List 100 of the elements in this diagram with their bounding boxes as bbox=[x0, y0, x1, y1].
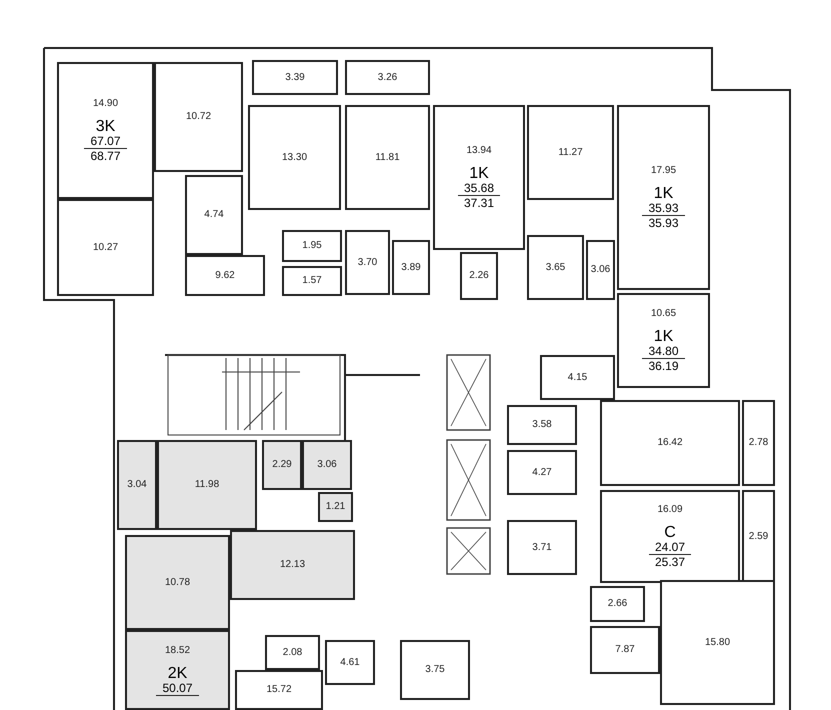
room-outline bbox=[57, 199, 154, 296]
room-outline bbox=[590, 586, 645, 622]
room-outline bbox=[400, 640, 470, 700]
room-area: 11.27 bbox=[558, 146, 583, 158]
room-area: 11.81 bbox=[375, 152, 400, 164]
room-area: 4.15 bbox=[568, 372, 588, 384]
room-area: 4.27 bbox=[532, 466, 552, 478]
room-area: 15.80 bbox=[704, 636, 730, 648]
room-outline bbox=[590, 626, 660, 674]
apartment-type: C bbox=[664, 524, 676, 541]
room-outline bbox=[282, 230, 342, 262]
room-outline bbox=[600, 490, 740, 583]
room-area: 3.04 bbox=[127, 479, 147, 491]
room-outline bbox=[600, 400, 740, 486]
room-outline bbox=[660, 580, 775, 705]
room-area: 10.27 bbox=[92, 242, 118, 254]
room-area: 1.21 bbox=[326, 501, 346, 513]
apartment-type: 1K bbox=[654, 328, 674, 345]
room-outline bbox=[230, 530, 355, 600]
room-area: 13.94 bbox=[466, 145, 492, 157]
room-outline bbox=[433, 105, 525, 250]
room-outline bbox=[235, 670, 323, 710]
room-area: 2.26 bbox=[469, 270, 489, 282]
room-area: 3.89 bbox=[401, 262, 421, 274]
room-outline bbox=[248, 105, 341, 210]
room-outline bbox=[185, 255, 265, 296]
room-area: 3.65 bbox=[546, 262, 566, 274]
room-area: 3.06 bbox=[317, 459, 337, 471]
apartment-type: 3K bbox=[96, 118, 116, 135]
room-outline bbox=[154, 62, 243, 172]
room-outline bbox=[507, 405, 577, 445]
room-area: 3.26 bbox=[378, 72, 398, 84]
room-outline bbox=[302, 440, 352, 490]
room-outline bbox=[392, 240, 430, 295]
room-area: 18.52 bbox=[164, 644, 190, 656]
room-outline bbox=[345, 105, 430, 210]
room-outline bbox=[345, 60, 430, 95]
room-area: 11.98 bbox=[194, 479, 220, 491]
room-area: 2.78 bbox=[748, 437, 768, 449]
room-area: 1.95 bbox=[302, 240, 322, 252]
room-outline bbox=[157, 440, 257, 530]
room-area: 2.29 bbox=[272, 459, 292, 471]
living-area: 67.07 bbox=[84, 135, 127, 149]
room-area: 10.78 bbox=[164, 576, 190, 588]
room-outline bbox=[262, 440, 302, 490]
room-area: 3.71 bbox=[532, 542, 552, 554]
room-area: 16.42 bbox=[657, 437, 683, 449]
room-outline bbox=[742, 490, 775, 583]
room-area: 12.13 bbox=[280, 559, 306, 571]
room-area: 13.30 bbox=[282, 152, 308, 164]
total-area: 37.31 bbox=[464, 196, 494, 210]
room-outline bbox=[318, 492, 353, 522]
room-outline bbox=[185, 175, 243, 255]
room-outline bbox=[742, 400, 775, 486]
living-area: 50.07 bbox=[156, 682, 199, 696]
room-area: 2.66 bbox=[608, 598, 628, 610]
total-area: 35.93 bbox=[648, 216, 679, 230]
total-area: 68.77 bbox=[90, 149, 121, 163]
room-outline bbox=[527, 235, 584, 300]
room-area: 3.70 bbox=[358, 256, 378, 268]
living-area: 24.07 bbox=[648, 541, 692, 555]
room-outline bbox=[265, 635, 320, 670]
room-outline bbox=[540, 355, 615, 400]
apartment-type: 1K bbox=[469, 165, 489, 182]
room-area: 1.57 bbox=[302, 275, 322, 287]
room-outline bbox=[252, 60, 338, 95]
room-outline bbox=[125, 630, 230, 710]
room-area: 10.72 bbox=[186, 111, 212, 123]
room-area: 14.90 bbox=[92, 98, 118, 110]
living-area: 34.80 bbox=[642, 345, 685, 359]
living-area: 35.93 bbox=[642, 202, 685, 216]
room-outline bbox=[586, 240, 615, 300]
total-area: 25.37 bbox=[654, 555, 686, 569]
total-area: 36.19 bbox=[648, 359, 679, 373]
room-area: 3.06 bbox=[590, 264, 610, 276]
room-outline bbox=[507, 520, 577, 575]
room-outline bbox=[617, 105, 710, 290]
room-area: 10.65 bbox=[650, 308, 676, 320]
living-area: 35.68 bbox=[458, 182, 500, 196]
room-outline bbox=[345, 230, 390, 295]
apartment-type: 1K bbox=[654, 185, 674, 202]
room-area: 9.62 bbox=[215, 270, 235, 282]
room-outline bbox=[460, 252, 498, 300]
room-area: 3.75 bbox=[425, 664, 445, 676]
room-area: 3.58 bbox=[532, 419, 552, 431]
room-outline bbox=[125, 535, 230, 630]
room-outline bbox=[527, 105, 614, 200]
room-area: 2.59 bbox=[748, 530, 768, 542]
room-outline bbox=[57, 62, 154, 199]
room-outline bbox=[117, 440, 157, 530]
room-area: 15.72 bbox=[266, 684, 292, 696]
room-outline bbox=[282, 266, 342, 296]
room-area: 3.39 bbox=[285, 72, 305, 84]
room-area: 4.61 bbox=[340, 656, 360, 668]
room-outline bbox=[507, 450, 577, 495]
room-area: 7.87 bbox=[615, 644, 635, 656]
room-area: 17.95 bbox=[650, 165, 676, 177]
room-area: 4.74 bbox=[204, 209, 224, 221]
apartment-type: 2K bbox=[168, 664, 188, 682]
room-outline bbox=[617, 293, 710, 388]
